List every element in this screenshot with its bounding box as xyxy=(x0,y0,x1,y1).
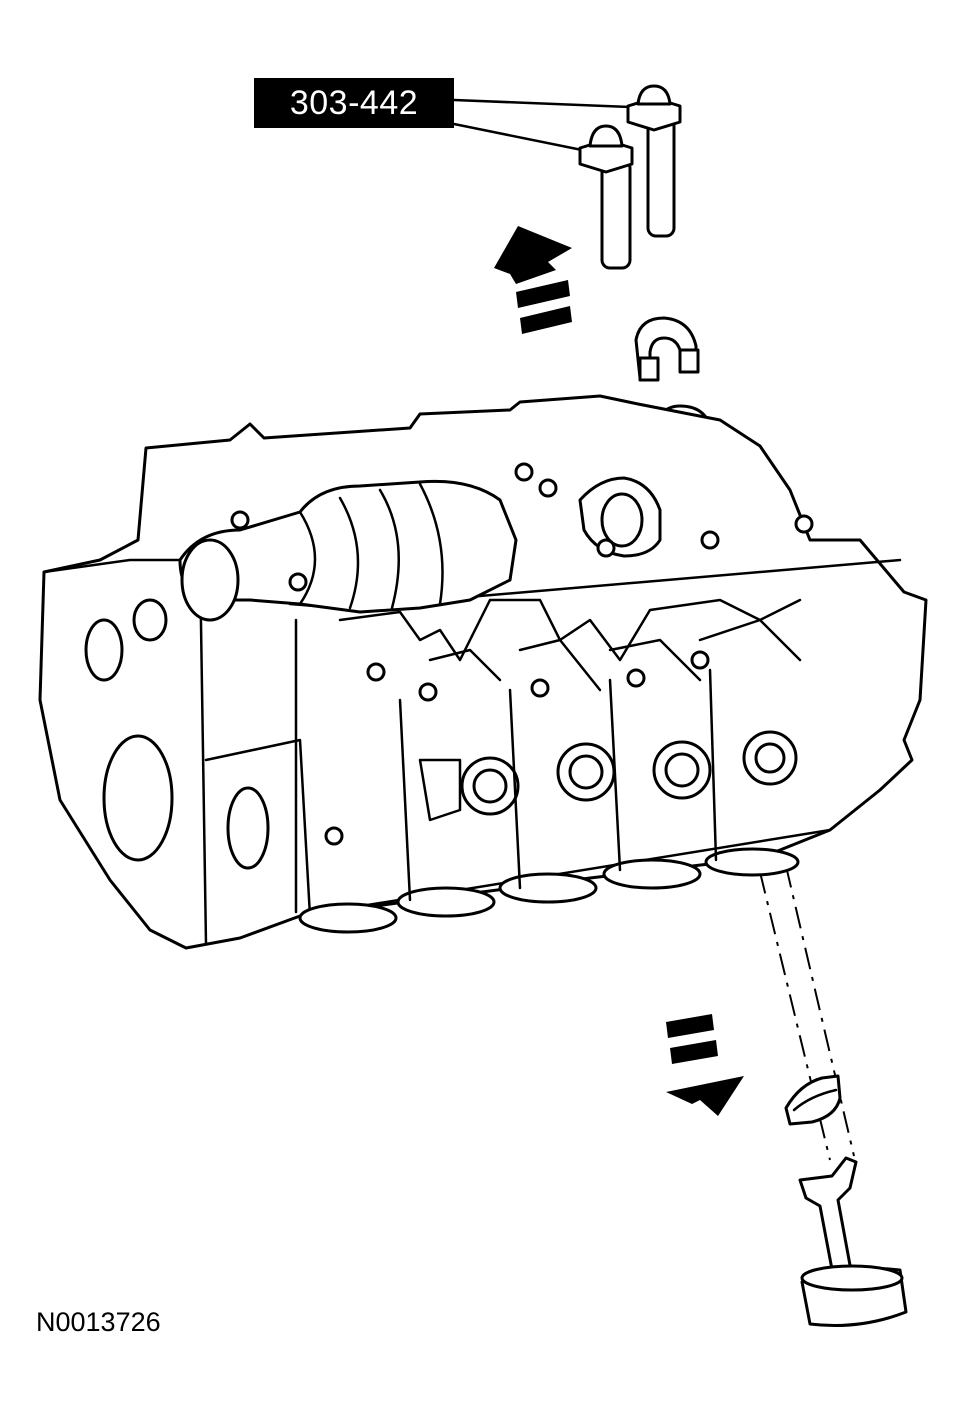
arrow-down-icon xyxy=(666,1014,744,1116)
guide-bolt-left xyxy=(578,124,634,270)
installer-tool xyxy=(798,1156,908,1327)
arrow-up-icon xyxy=(494,226,572,334)
guide-bolt-right xyxy=(626,84,682,238)
engine-block xyxy=(38,394,928,950)
lower-bearing-shell xyxy=(784,1074,842,1126)
figure-id: N0013726 xyxy=(36,1307,161,1337)
upper-bearing-cap xyxy=(634,316,700,382)
tool-number-label: 303-442 xyxy=(254,78,454,128)
leader-lines xyxy=(452,98,632,152)
